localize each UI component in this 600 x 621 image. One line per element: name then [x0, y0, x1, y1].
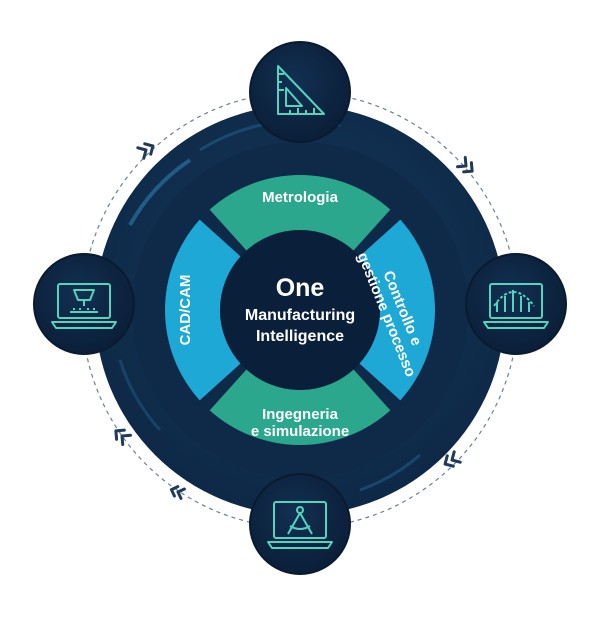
chevron-icon	[169, 485, 186, 500]
center-title-line2: Manufacturing	[245, 307, 355, 324]
center-core	[220, 230, 380, 390]
disc-highlight-arc	[128, 158, 192, 226]
chevron-icon	[456, 156, 474, 174]
chevron-icon	[443, 450, 462, 468]
metrology-node[interactable]	[249, 41, 351, 143]
disc-highlight-arc	[359, 453, 421, 492]
segment-label-cadcam: CAD/CAM	[177, 275, 194, 346]
segment-ingegneria	[209, 369, 391, 446]
segment-ring	[164, 175, 436, 446]
set-square-ruler-icon	[277, 65, 325, 115]
center-title-line1: One	[276, 274, 325, 302]
segment-label-simulazione: e simulazione	[251, 423, 349, 440]
chevron-icon	[114, 428, 132, 446]
center-title-line3: Intelligence	[256, 328, 344, 345]
disc-highlight-arc	[118, 359, 162, 432]
segment-metrologia	[209, 175, 391, 251]
laptop-machining-icon	[51, 283, 117, 329]
cadcam-node[interactable]	[33, 253, 135, 355]
chevron-icon	[136, 142, 155, 160]
segment-label-ingegneria: Ingegneria	[262, 406, 339, 423]
laptop-compass-icon	[267, 501, 333, 549]
process-control-node[interactable]	[465, 253, 567, 355]
segment-controllo	[359, 219, 436, 401]
segment-label-metrologia: Metrologia	[262, 189, 338, 206]
engineering-node[interactable]	[249, 473, 351, 575]
laptop-chart-icon	[483, 283, 549, 329]
segment-cadcam	[164, 219, 241, 401]
